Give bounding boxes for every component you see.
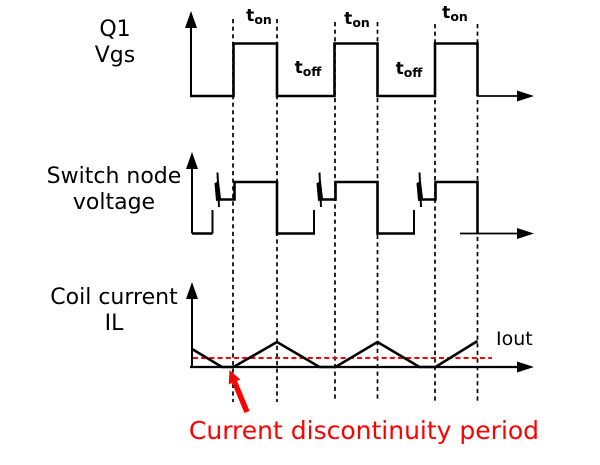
ton-base: t bbox=[442, 3, 451, 23]
gate-x-axis-arrow-icon bbox=[517, 90, 534, 102]
gate-voltage-plot bbox=[185, 11, 534, 102]
coil-x-axis-arrow-icon bbox=[517, 361, 534, 373]
ton-sub: on bbox=[254, 12, 272, 27]
toff-sub: off bbox=[403, 65, 423, 80]
switch-axis-label-line1: Switch node bbox=[46, 164, 182, 189]
gate-axis-label-line2: Vgs bbox=[94, 43, 136, 68]
coil-axis-label-line2: IL bbox=[104, 311, 124, 336]
switch-axis-label-line2: voltage bbox=[72, 190, 156, 215]
switch-node-plot bbox=[186, 152, 534, 239]
coil-current-waveform bbox=[191, 339, 479, 369]
iout-label: Iout bbox=[496, 328, 533, 350]
annotation-arrow-head-icon bbox=[228, 370, 241, 385]
ring-blob bbox=[214, 180, 222, 202]
toff-base: t bbox=[395, 59, 404, 79]
ton-sub: on bbox=[450, 9, 468, 24]
annotation-arrow-shaft bbox=[231, 380, 250, 414]
gate-y-axis-arrow-icon bbox=[185, 11, 197, 28]
ton-base: t bbox=[246, 6, 255, 26]
annotation-caption: Current discontinuity period bbox=[188, 416, 540, 445]
coil-axis-label: Coil current IL bbox=[34, 285, 194, 337]
ton-sub: on bbox=[352, 15, 370, 30]
gate-axis-label-line1: Q1 bbox=[99, 17, 131, 42]
ring-blob bbox=[416, 180, 424, 202]
toff-label-2: toff bbox=[380, 59, 438, 81]
switch-node-waveform bbox=[192, 180, 479, 235]
gate-pwm-waveform bbox=[190, 42, 479, 98]
switch-y-axis-arrow-icon bbox=[186, 152, 198, 169]
toff-label-1: toff bbox=[279, 58, 337, 80]
switch-x-axis-arrow-icon bbox=[517, 228, 534, 239]
toff-sub: off bbox=[302, 64, 322, 79]
ton-base: t bbox=[344, 9, 353, 29]
period-guides bbox=[232, 19, 479, 402]
ringing-spikes bbox=[211, 172, 424, 234]
coil-current-plot bbox=[186, 282, 534, 373]
ton-label-1: ton bbox=[237, 6, 281, 28]
ton-label-2: ton bbox=[335, 9, 379, 31]
coil-y-axis-arrow-icon bbox=[186, 282, 198, 299]
ton-label-3: ton bbox=[433, 3, 477, 25]
coil-axis-label-line1: Coil current bbox=[50, 285, 178, 310]
switch-axis-label: Switch node voltage bbox=[34, 164, 194, 216]
toff-base: t bbox=[294, 58, 303, 78]
gate-axis-label: Q1 Vgs bbox=[35, 17, 195, 69]
ring-blob bbox=[316, 180, 324, 202]
annotation-arrow bbox=[228, 370, 250, 414]
